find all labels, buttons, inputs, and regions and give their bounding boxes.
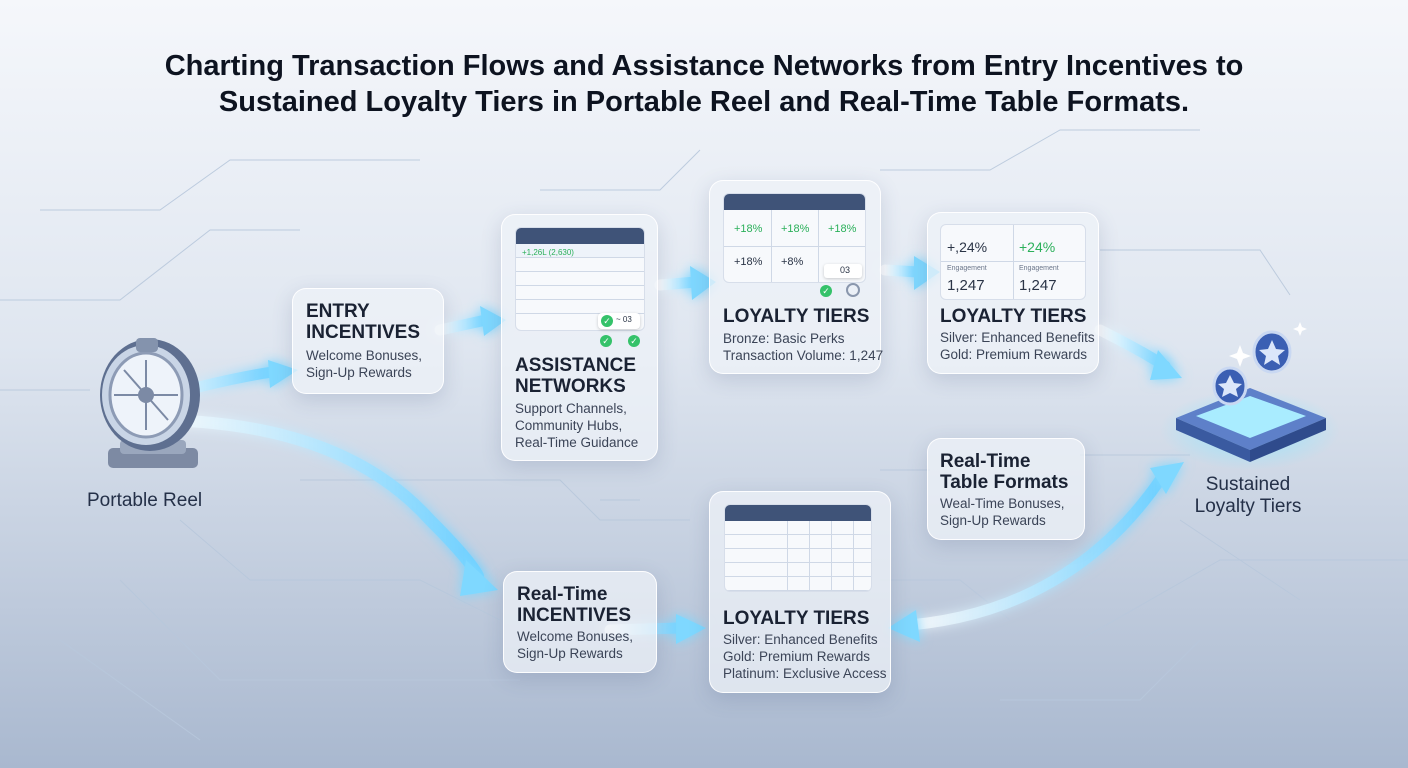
sustained-loyalty-label: Sustained Loyalty Tiers xyxy=(1180,474,1316,518)
silver-title: LOYALTY TIERS xyxy=(940,306,1087,327)
realtime-table-card[interactable]: Real-Time Table Formats Weal-Time Bonuse… xyxy=(927,438,1085,540)
bronze-val-4: +18% xyxy=(734,256,763,268)
loyalty-bronze-card[interactable]: +18% +18% +18% +18% +8% 03 ✓ LOYALTY TIE… xyxy=(709,180,884,374)
check-icon: ✓ xyxy=(600,335,612,347)
assistance-line-1: Support Channels, xyxy=(515,401,627,416)
bronze-val-1: +18% xyxy=(734,223,763,235)
silver-cap-2: Engagement xyxy=(1019,265,1059,272)
assistance-line-3: Real-Time Guidance xyxy=(515,435,639,450)
silver-mini-table: +,24% +24% Engagement Engagement 1,247 1… xyxy=(940,224,1086,300)
rti-line-1: Welcome Bonuses, xyxy=(517,629,634,644)
platinum-mini-table xyxy=(724,504,872,592)
assistance-badge-text: ~ 03 xyxy=(616,315,632,324)
check-icon: ✓ xyxy=(820,285,832,297)
rtt-line-1: Weal-Time Bonuses, xyxy=(940,496,1065,511)
platinum-line-2: Gold: Premium Rewards xyxy=(723,649,871,664)
bronze-badge-text: 03 xyxy=(840,265,851,275)
silver-val-4: 1,247 xyxy=(1019,277,1057,294)
sustained-line-1: Sustained xyxy=(1205,474,1291,495)
bronze-val-3: +18% xyxy=(828,223,857,235)
check-icon: ✓ xyxy=(628,335,640,347)
rti-title-2: INCENTIVES xyxy=(517,605,632,626)
platinum-line-3: Platinum: Exclusive Access xyxy=(723,666,887,681)
silver-val-3: 1,247 xyxy=(947,277,985,294)
title-line-2: Sustained Loyalty Tiers in Portable Reel… xyxy=(218,86,1190,118)
loyalty-platform-icon xyxy=(1160,322,1340,470)
silver-line-1: Silver: Enhanced Benefits xyxy=(940,330,1095,345)
entry-title-1: ENTRY xyxy=(306,301,370,322)
rtt-title-1: Real-Time xyxy=(940,451,1031,472)
network-lines xyxy=(0,129,1408,741)
bronze-val-5: +8% xyxy=(781,256,804,268)
page-title: Charting Transaction Flows and Assistanc… xyxy=(0,48,1408,120)
bronze-mini-table: +18% +18% +18% +18% +8% 03 xyxy=(723,193,866,283)
platinum-title: LOYALTY TIERS xyxy=(723,608,870,629)
assistance-mini-table: +1,26L (2,630) xyxy=(515,227,645,331)
rti-line-2: Sign-Up Rewards xyxy=(517,646,623,661)
rtt-line-2: Sign-Up Rewards xyxy=(940,513,1046,528)
loyalty-platinum-card[interactable]: LOYALTY TIERS Silver: Enhanced Benefits … xyxy=(709,491,891,693)
assistance-line-2: Community Hubs, xyxy=(515,418,623,433)
check-icon: ✓ xyxy=(601,315,613,327)
assistance-title-2: NETWORKS xyxy=(515,376,626,397)
reel-icon xyxy=(100,338,200,468)
assistance-badge: ✓ ~ 03 xyxy=(598,313,640,329)
bronze-val-2: +18% xyxy=(781,223,810,235)
bronze-line-1: Bronze: Basic Perks xyxy=(723,331,845,346)
bronze-title: LOYALTY TIERS xyxy=(723,306,870,327)
bronze-badge: 03 xyxy=(824,264,862,278)
entry-line-1: Welcome Bonuses, xyxy=(306,348,423,363)
settings-icon[interactable] xyxy=(846,283,860,297)
entry-line-2: Sign-Up Rewards xyxy=(306,365,412,380)
platinum-line-1: Silver: Enhanced Benefits xyxy=(723,632,878,647)
rti-title-1: Real-Time xyxy=(517,584,608,605)
silver-line-2: Gold: Premium Rewards xyxy=(940,347,1088,362)
rtt-title-2: Table Formats xyxy=(940,472,1069,493)
assistance-mini-value: +1,26L (2,630) xyxy=(522,248,574,257)
flow-arrows xyxy=(144,264,1171,636)
silver-val-1: +,24% xyxy=(947,239,988,255)
title-line-1: Charting Transaction Flows and Assistanc… xyxy=(164,50,1244,82)
silver-cap-1: Engagement xyxy=(947,265,987,272)
assistance-networks-card[interactable]: +1,26L (2,630) ✓ ~ 03 ✓ ✓ ASSISTANCE NET… xyxy=(501,214,658,461)
loyalty-silver-card[interactable]: +,24% +24% Engagement Engagement 1,247 1… xyxy=(927,212,1099,374)
assistance-title-1: ASSISTANCE xyxy=(515,355,637,376)
entry-incentives-card[interactable]: ENTRY INCENTIVES Welcome Bonuses, Sign-U… xyxy=(292,288,444,394)
silver-val-2: +24% xyxy=(1019,239,1056,255)
sustained-line-2: Loyalty Tiers xyxy=(1194,496,1302,517)
bronze-line-2: Transaction Volume: 1,247 xyxy=(723,348,884,363)
entry-title-2: INCENTIVES xyxy=(306,322,421,343)
realtime-incentives-card[interactable]: Real-Time INCENTIVES Welcome Bonuses, Si… xyxy=(503,571,657,673)
portable-reel-label: Portable Reel xyxy=(87,490,203,511)
